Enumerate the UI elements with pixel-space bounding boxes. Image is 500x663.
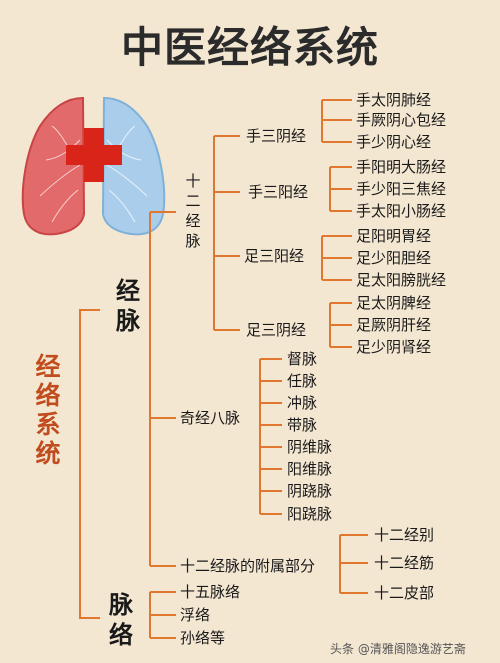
meridian-item: 手太阴肺经	[356, 91, 432, 109]
meridian-item: 足太阳膀胱经	[356, 271, 447, 289]
meridian-item: 足少阴肾经	[356, 338, 432, 356]
meridian-item: 足阳明胃经	[356, 227, 432, 245]
meridian-item: 手太阳小肠经	[356, 202, 447, 220]
group-label: 手三阴经	[246, 127, 307, 145]
vessel-item: 任脉	[287, 372, 318, 390]
vessel-item: 阳跷脉	[287, 505, 333, 523]
vessel-item: 督脉	[287, 350, 318, 368]
group-label: 手三阳经	[248, 183, 309, 201]
vessel-item: 阴维脉	[287, 438, 333, 456]
jingmai-label: 经脉	[116, 277, 140, 335]
vessel-item: 带脉	[287, 416, 318, 434]
root-label: 经络系统	[35, 352, 61, 468]
meridian-item: 足少阳胆经	[356, 249, 432, 267]
vessel-item: 阴跷脉	[287, 482, 333, 500]
meridian-item: 手厥阴心包经	[356, 111, 447, 129]
vessel-item: 冲脉	[287, 394, 318, 412]
watermark: 头条 @清雅阁隐逸游艺斋	[330, 642, 466, 656]
meridian-item: 足太阴脾经	[356, 294, 432, 312]
collateral-item: 十五脉络	[180, 583, 241, 601]
group-label: 足三阴经	[246, 321, 307, 339]
appendage-item: 十二经别	[374, 526, 435, 544]
appendage-item: 十二皮部	[374, 584, 435, 602]
collateral-item: 孙络等	[180, 629, 226, 647]
group-label: 足三阳经	[244, 247, 305, 265]
fushu-label: 十二经脉的附属部分	[180, 557, 316, 575]
meridian-item: 手阳明大肠经	[356, 158, 447, 176]
shier-jingmai-label: 十二经脉	[185, 172, 201, 250]
medical-cross-icon	[66, 128, 122, 182]
luomai-label: 脉络	[109, 591, 133, 649]
meridian-item: 手少阳三焦经	[356, 180, 447, 198]
page-title: 中医经络系统	[120, 23, 379, 72]
meridian-item: 手少阴心经	[356, 133, 432, 151]
collateral-item: 浮络	[180, 606, 211, 624]
qijing-label: 奇经八脉	[180, 409, 241, 427]
vessel-item: 阳维脉	[287, 460, 333, 478]
appendage-item: 十二经筋	[374, 554, 435, 572]
meridian-item: 足厥阴肝经	[356, 316, 432, 334]
